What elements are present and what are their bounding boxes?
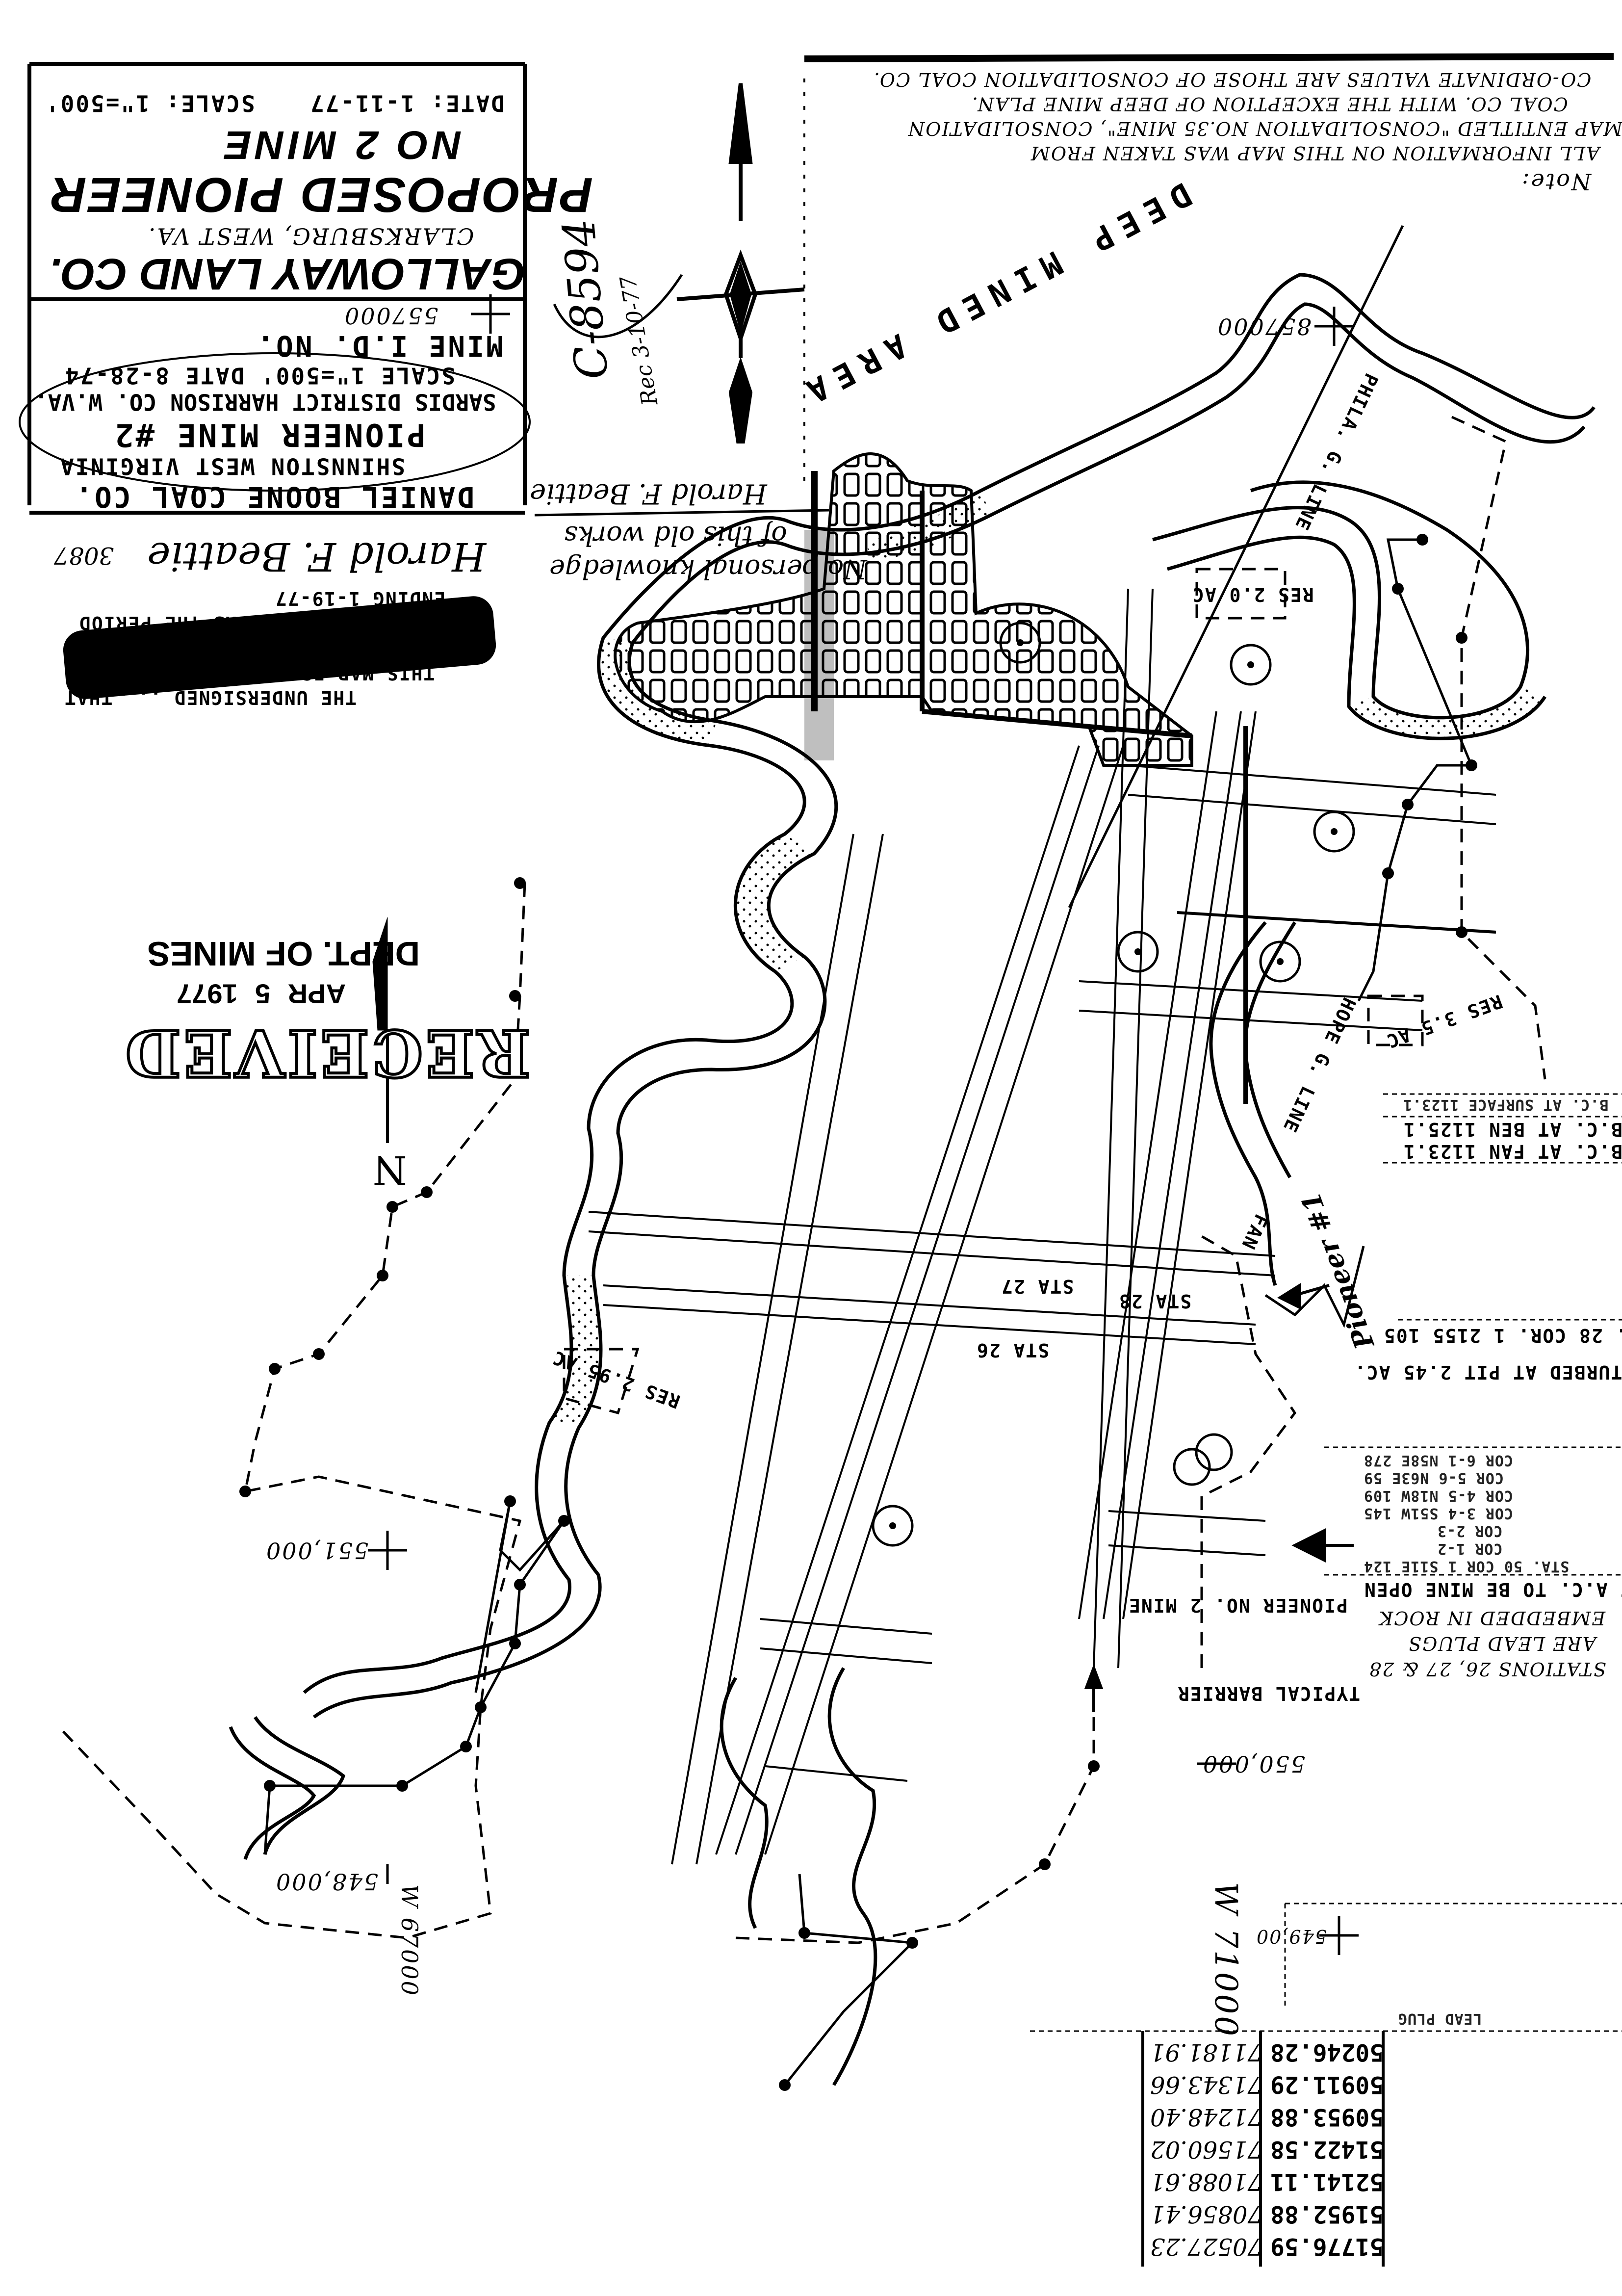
coord-w67000: W 67000 — [396, 1884, 423, 1997]
remark-line-2: of this old works — [564, 520, 787, 551]
title-town: SHINNSTON WEST VIRGINIA — [59, 453, 405, 480]
title-mine-id: MINE I.D. NO. — [255, 329, 503, 363]
sta28-line: STA. 28 COR. 1 2155 105 — [1383, 1324, 1622, 1346]
course-6: COR 1-2 — [1437, 1540, 1503, 1557]
coord-w71000: W 71000 — [1208, 1882, 1244, 2038]
cert-line-2: THIS MAP IS CORRECT ... TO THE — [69, 662, 435, 684]
course-5: COR 2-3 — [1437, 1522, 1503, 1539]
stations-line-1: STATIONS 26, 27 & 28 — [1368, 1658, 1606, 1680]
easting-value: 71088.61 — [1150, 2168, 1263, 2195]
stations-line-2: ARE LEAD PLUGS — [1408, 1632, 1596, 1654]
title-district: SARDIS DISTRICT HARRISON CO. W.VA. — [34, 389, 496, 416]
title-proposed: PROPOSED PIONEER — [49, 167, 593, 222]
northing-value: 50246.28 — [1270, 2038, 1384, 2066]
northing-value: 51776.59 — [1270, 2233, 1384, 2260]
coord-857000: 857000 — [1216, 313, 1312, 340]
title-block-frame — [19, 62, 531, 515]
title-scale: SCALE: 1"=500' — [44, 90, 255, 117]
note-line-4: CO-ORDINATE VALUES ARE THOSE OF CONSOLID… — [873, 68, 1592, 90]
right-table-lines — [1030, 1093, 1622, 2032]
title-coord: 557000 — [343, 302, 438, 329]
title-date: DATE: 1-11-77 — [309, 90, 505, 117]
northing-value: 51422.58 — [1270, 2136, 1384, 2163]
pioneer-2-label: PIONEER NO. 2 MINE — [1128, 1594, 1348, 1616]
airshaft-centers — [889, 639, 1338, 1529]
note-line-3: COAL CO. WITH THE EXCEPTION OF DEEP MINE… — [971, 93, 1568, 115]
course-3: COR 4-5 N18W 109 — [1364, 1487, 1513, 1504]
course-4: COR 3-4 S51W 145 — [1364, 1505, 1513, 1522]
stamp-dept: DEPT. OF MINES — [147, 935, 420, 973]
stamp-received: RECEIVED — [121, 1014, 532, 1092]
pointer-arrows — [1084, 1282, 1354, 1712]
property-boundary — [58, 416, 1546, 1944]
res-20-label: RES 2.0 AC — [1192, 583, 1314, 605]
stamp-date: APR 5 1977 — [177, 978, 346, 1010]
typical-barrier-label: TYPICAL BARRIER — [1177, 1682, 1361, 1704]
easting-value: 70527.23 — [1150, 2233, 1263, 2260]
sta-28-label: STA 28 — [1118, 1290, 1192, 1312]
engineer-signature: Harold F. Beattie — [147, 534, 487, 579]
title-city: CLARKSBURG, WEST VA. — [147, 223, 474, 250]
title-mine-no: NO 2 MINE — [221, 123, 462, 168]
easting-value: 70856.41 — [1150, 2200, 1263, 2228]
bottom-table-frame — [1141, 2031, 1385, 2267]
north-arrow-icon — [676, 83, 805, 444]
note-border — [804, 53, 1614, 62]
note-line-1: ALL INFORMATION ON THIS MAP WAS TAKEN FR… — [1030, 142, 1600, 164]
course-1: COR 6-1 N58E 278 — [1364, 1452, 1513, 1469]
note-line-2: MAP ENTITLED "CONSOLIDATION NO.35 MINE",… — [907, 117, 1622, 139]
course-7: STA. 50 COR 1 S11E 124 — [1364, 1558, 1570, 1575]
coord-548000: 548,000 — [275, 1868, 379, 1895]
northing-value: 51952.88 — [1270, 2200, 1384, 2228]
title-operator: DANIEL BOONE COAL CO. — [74, 480, 475, 514]
easting-value: 71181.91 — [1150, 2038, 1263, 2066]
northing-column: 51776.59 51952.88 52141.11 51422.58 5095… — [1270, 2036, 1384, 2263]
title-company: GALLOWAY LAND CO. — [49, 249, 526, 298]
easting-column: 70527.23 70856.41 71088.61 71560.02 7124… — [1150, 2036, 1262, 2263]
coordinate-ticks — [368, 294, 1359, 1955]
northing-value: 52141.11 — [1270, 2168, 1384, 2195]
coord-table-header: LEAD PLUG — [1398, 2010, 1482, 2027]
disturbed-line: DISTURBED AT PIT 2.45 AC. — [1354, 1361, 1622, 1383]
north-arrow-left-icon — [372, 917, 389, 1143]
title-mine-name: PIONEER MINE #2 — [113, 416, 426, 453]
coord-550000: 550,000 — [1202, 1750, 1306, 1777]
remark-line-1: No personal knowledge — [549, 553, 867, 585]
bc-line-1: B.C. AT SURFACE 1123.1 — [1403, 1096, 1609, 1113]
cert-line-3: BEST ... SHOWS — [69, 637, 240, 659]
easting-value: 71248.40 — [1150, 2103, 1263, 2131]
bc-line-3: B.C. AT FAN 1123.1 — [1403, 1140, 1622, 1162]
cert-line-5: ENDING 1-19-77 — [275, 587, 446, 609]
stations-line-3: EMBEDDED IN ROCK — [1378, 1607, 1606, 1629]
mine-open-line: T A.C. TO BE MINE OPEN — [1364, 1578, 1622, 1600]
bc-line-2: B.C. AT BEN 1125.1 — [1403, 1118, 1622, 1140]
north-label: N — [373, 1147, 407, 1193]
airshaft-circles — [872, 622, 1355, 1547]
sta-27-label: STA 27 — [1001, 1275, 1074, 1297]
survey-traverse — [263, 538, 1473, 2086]
northing-value: 50911.29 — [1270, 2071, 1384, 2098]
cert-line-4: STATE AND COVERS THE PERIOD — [78, 612, 408, 634]
easting-value: 71560.02 — [1150, 2136, 1263, 2163]
cert-line-1: THE UNDERSIGNED ... THAT — [64, 686, 357, 708]
easting-value: 71343.66 — [1150, 2071, 1263, 2098]
course-2: COR 5-6 N63E 59 — [1364, 1469, 1504, 1487]
note-heading: Note: — [1520, 168, 1592, 195]
northing-value: 50953.88 — [1270, 2103, 1384, 2131]
sta-26-label: STA 26 — [976, 1339, 1050, 1361]
engineer-license: 3087 — [54, 541, 114, 569]
coord-549000: 549,00 — [1256, 1925, 1327, 1947]
projected-entries — [588, 225, 1496, 1865]
remark-signature: Harold F. Beattie — [530, 477, 767, 510]
coord-551000: 551,000 — [265, 1537, 369, 1564]
survey-nodes — [239, 534, 1477, 2091]
title-scale-date: SCALE 1"=500' DATE 8-28-74 — [64, 362, 456, 389]
